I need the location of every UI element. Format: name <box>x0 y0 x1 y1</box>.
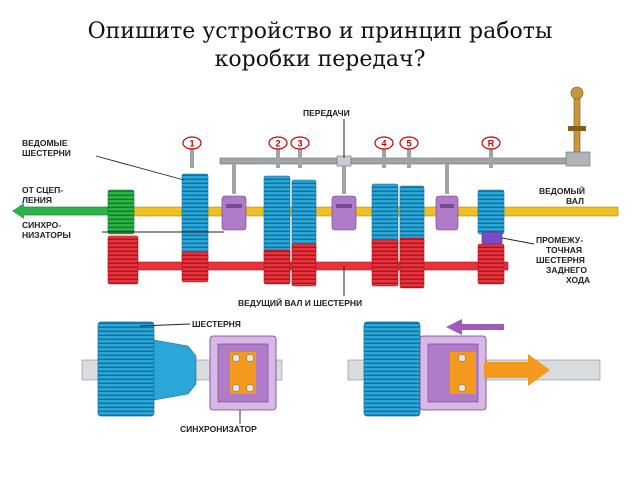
label-idler-1: ПРОМЕЖУ- <box>536 235 583 245</box>
top-gears <box>107 173 505 261</box>
driven-gear-5 <box>399 185 425 247</box>
label-synchro-2: НИЗАТОРЫ <box>22 230 71 240</box>
selector-rods <box>190 86 591 194</box>
label-drive-shaft: ВЕДУЩИЙ ВАЛ И ШЕСТЕРНИ <box>238 297 362 308</box>
counter-gear-4 <box>371 239 399 287</box>
driven-gear-reverse <box>477 189 505 235</box>
label-from-clutch-1: ОТ СЦЕП- <box>22 185 63 195</box>
gear-number-4: 4 <box>381 139 386 149</box>
label-idler-3: ШЕСТЕРНЯ <box>536 255 585 265</box>
diagram-labels: ПЕРЕДАЧИ ВЕДОМЫЕ ШЕСТЕРНИ ОТ СЦЕП- ЛЕНИЯ… <box>22 108 590 308</box>
gear-number-2: 2 <box>275 139 280 149</box>
counter-gear-drive <box>107 235 139 285</box>
driven-gear-2 <box>263 175 291 259</box>
detail-gear-right <box>363 321 421 417</box>
counter-gear-5 <box>399 237 425 289</box>
label-synchronizer: СИНХРОНИЗАТОР <box>180 424 257 434</box>
countershaft-gears <box>107 231 505 289</box>
label-driven-gears-2: ШЕСТЕРНИ <box>22 148 71 158</box>
synchronizer-5-r <box>435 195 459 231</box>
reverse-idler-gear <box>481 231 503 245</box>
gear-number-r: R <box>488 139 495 149</box>
gear-marker-3: 3 <box>290 136 310 150</box>
synchronizer-3-4 <box>331 195 357 231</box>
gear-marker-r: R <box>481 136 501 150</box>
title-line-2: коробки передач? <box>214 47 426 72</box>
label-driven-shaft-1: ВЕДОМЫЙ <box>539 185 585 196</box>
detail-disengaged: ШЕСТЕРНЯ СИНХРОНИЗАТОР <box>81 319 283 434</box>
title-line-1: Опишите устройство и принцип работы <box>87 19 553 44</box>
gear-number-1: 1 <box>189 139 194 149</box>
gear-marker-1: 1 <box>182 136 202 150</box>
driven-gear-3 <box>291 179 317 253</box>
label-gear: ШЕСТЕРНЯ <box>192 319 241 329</box>
counter-gear-2 <box>263 249 291 285</box>
input-gear <box>107 189 135 235</box>
label-gears: ПЕРЕДАЧИ <box>303 108 350 118</box>
counter-gear-reverse <box>477 243 505 285</box>
label-idler-4: ЗАДНЕГО <box>546 265 587 275</box>
gear-marker-4: 4 <box>374 136 394 150</box>
slide-title: Опишите устройство и принцип работы коро… <box>0 18 640 74</box>
detail-gear-left <box>97 321 155 417</box>
label-from-clutch-2: ЛЕНИЯ <box>22 195 52 205</box>
label-synchro-1: СИНХРО- <box>22 220 61 230</box>
label-driven-shaft-2: ВАЛ <box>566 196 584 206</box>
synchronizer-1-2 <box>221 195 247 231</box>
gear-number-5: 5 <box>406 139 411 149</box>
counter-gear-3 <box>291 243 317 287</box>
driven-gear-4 <box>371 183 399 249</box>
label-idler-5: ХОДА <box>566 275 590 285</box>
driven-gear-1 <box>181 173 209 261</box>
label-driven-gears-1: ВЕДОМЫЕ <box>22 138 68 148</box>
gear-number-3: 3 <box>297 139 302 149</box>
shift-direction-arrow <box>446 319 504 335</box>
torque-flow-arrow <box>484 354 550 386</box>
counter-gear-1 <box>181 251 209 283</box>
detail-engaged <box>347 319 601 417</box>
gear-number-markers: 1 2 3 4 5 R <box>182 136 501 150</box>
gear-marker-2: 2 <box>268 136 288 150</box>
label-idler-2: ТОЧНАЯ <box>546 245 582 255</box>
gear-marker-5: 5 <box>399 136 419 150</box>
